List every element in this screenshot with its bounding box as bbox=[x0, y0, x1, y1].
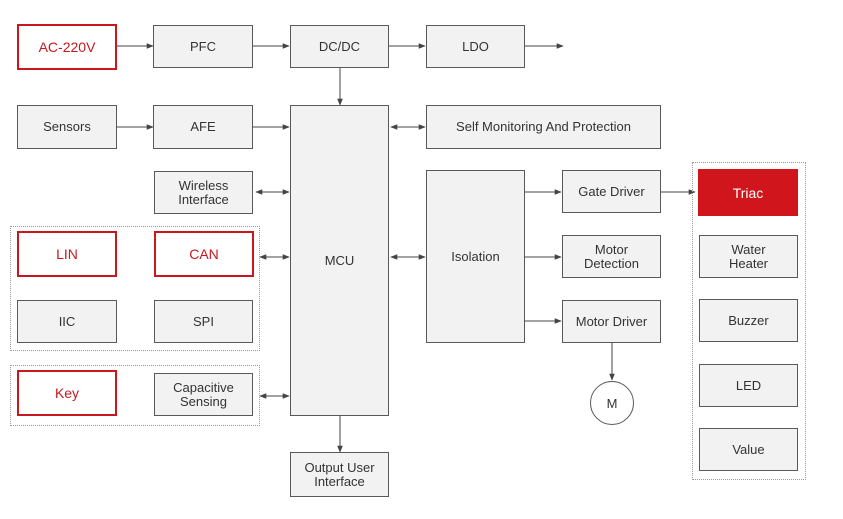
dcdc-block: DC/DC bbox=[290, 25, 389, 68]
buzzer-block: Buzzer bbox=[699, 299, 798, 342]
mcu-block: MCU bbox=[290, 105, 389, 416]
afe-block: AFE bbox=[153, 105, 253, 149]
sensors-block: Sensors bbox=[17, 105, 117, 149]
output-user-interface-block: Output User Interface bbox=[290, 452, 389, 497]
lin-block: LIN bbox=[17, 231, 117, 277]
wireless-interface-block: Wireless Interface bbox=[154, 171, 253, 214]
motor-detection-block: Motor Detection bbox=[562, 235, 661, 278]
ldo-block: LDO bbox=[426, 25, 525, 68]
spi-block: SPI bbox=[154, 300, 253, 343]
motor-driver-block: Motor Driver bbox=[562, 300, 661, 343]
water-heater-block: Water Heater bbox=[699, 235, 798, 278]
key-block: Key bbox=[17, 370, 117, 416]
iic-block: IIC bbox=[17, 300, 117, 343]
ac-220v-block: AC-220V bbox=[17, 24, 117, 70]
isolation-block: Isolation bbox=[426, 170, 525, 343]
value-block: Value bbox=[699, 428, 798, 471]
triac-block: Triac bbox=[698, 169, 798, 216]
motor-icon: M bbox=[590, 381, 634, 425]
led-block: LED bbox=[699, 364, 798, 407]
gate-driver-block: Gate Driver bbox=[562, 170, 661, 213]
self-monitoring-block: Self Monitoring And Protection bbox=[426, 105, 661, 149]
bus-interface-group bbox=[10, 226, 260, 351]
load-group bbox=[692, 162, 806, 480]
input-group bbox=[10, 365, 260, 426]
can-block: CAN bbox=[154, 231, 254, 277]
pfc-block: PFC bbox=[153, 25, 253, 68]
capacitive-sensing-block: Capacitive Sensing bbox=[154, 373, 253, 416]
